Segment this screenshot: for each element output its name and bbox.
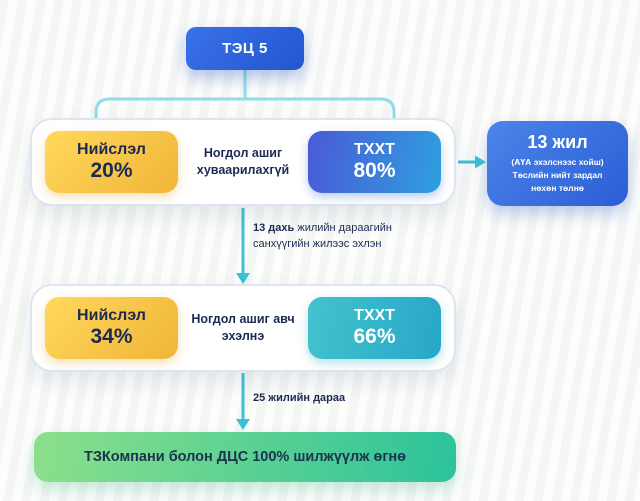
side-note-13-years: 13 жил (АҮА эхэлснээс хойш) Төслийн нийт…: [487, 121, 628, 206]
side-note-body: (АҮА эхэлснээс хойш) Төслийн нийт зардал…: [511, 156, 603, 194]
connector-root-bracket: [94, 97, 396, 122]
side-note-title: 13 жил: [527, 132, 588, 153]
transition2-label: 25 жилийн дараа: [253, 392, 346, 404]
stage1-niislel-pill: Нийслэл 20%: [45, 131, 178, 193]
stage1-niislel-label: Нийслэл: [77, 141, 146, 159]
arrow-down-2-head-icon: [236, 419, 250, 430]
stage2-thht-label: ТХХТ: [354, 307, 395, 325]
final-transfer-label: ТЗКомпани болон ДЦС 100% шилжүүлж өгнө: [83, 449, 406, 465]
stage1-thht-value: 80%: [353, 159, 396, 183]
stage1-thht-label: ТХХТ: [354, 141, 395, 159]
stage2-description-line1: Ногдол ашиг авч: [191, 312, 295, 327]
transition1-bold: 13 дахь: [253, 222, 295, 234]
stage2-niislel-pill: Нийслэл 34%: [45, 297, 178, 359]
stage1-niislel-value: 20%: [90, 159, 133, 183]
arrow-down-1-head-icon: [236, 273, 250, 284]
stage2-box: Нийслэл 34% Ногдол ашиг авч эхэлнэ ТХХТ …: [30, 284, 456, 372]
final-transfer-box: ТЗКомпани болон ДЦС 100% шилжүүлж өгнө: [34, 432, 456, 482]
stage1-description-line2: хуваарилахгүй: [196, 163, 290, 177]
stage1-description-line1: Ногдол ашиг: [203, 146, 283, 161]
stage1-thht-pill: ТХХТ 80%: [308, 131, 441, 193]
root-node-label: ТЭЦ 5: [222, 40, 268, 57]
transition1-rest: жилийн дараагийн: [294, 222, 392, 234]
side-note-line2: Төслийн нийт зардал: [512, 170, 603, 181]
stage2-description: Ногдол ашиг авч эхэлнэ: [178, 311, 308, 345]
stage2-description-line2: эхэлнэ: [221, 329, 265, 343]
stage1-description: Ногдол ашиг хуваарилахгүй: [178, 145, 308, 179]
arrow-right-head-icon: [475, 155, 486, 169]
stage2-thht-pill: ТХХТ 66%: [308, 297, 441, 359]
transition1-label: 13 дахь жилийн дараагийн санхүүгийн жилэ…: [253, 221, 392, 253]
stage2-thht-value: 66%: [353, 325, 396, 349]
stage1-box: Нийслэл 20% Ногдол ашиг хуваарилахгүй ТХ…: [30, 118, 456, 206]
root-node-tec5: ТЭЦ 5: [186, 27, 304, 70]
side-note-line1: (АҮА эхэлснээс хойш): [511, 157, 604, 168]
stage2-niislel-value: 34%: [90, 325, 133, 349]
transition1-line2: санхүүгийн жилээс эхлэн: [253, 237, 382, 250]
side-note-line3: нөхөн төлнө: [531, 182, 584, 193]
stage2-niislel-label: Нийслэл: [77, 307, 146, 325]
